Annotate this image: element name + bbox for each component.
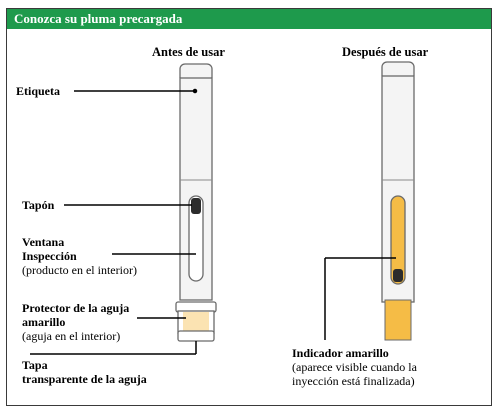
label-protector-line2: amarillo xyxy=(22,315,66,329)
label-etiqueta: Etiqueta xyxy=(16,84,60,98)
pen-after-stopper xyxy=(393,269,403,282)
pen-after-yellow-guard xyxy=(384,299,412,341)
label-tapon: Tapón xyxy=(22,198,54,212)
label-protector-note: (aguja en el interior) xyxy=(22,329,121,343)
label-indicador-title: Indicador amarillo xyxy=(292,346,389,360)
pen-before xyxy=(175,63,217,342)
column-title-before: Antes de usar xyxy=(152,45,225,59)
pen-before-yellow-guard xyxy=(183,312,209,332)
header-title: Conozca su pluma precargada xyxy=(7,9,491,29)
label-ventana-line2: Inspección xyxy=(22,249,77,263)
pen-before-stopper xyxy=(191,198,201,214)
label-indicador-note1: (aparece visible cuando la xyxy=(292,360,417,374)
label-tapon-text: Tapón xyxy=(22,198,55,212)
column-title-after: Después de usar xyxy=(342,45,429,59)
label-protector-line1: Protector de la aguja xyxy=(22,301,130,315)
label-etiqueta-text: Etiqueta xyxy=(16,84,61,98)
label-tapa-line2: transparente de la aguja xyxy=(22,372,147,386)
diagram-frame: Conozca su pluma precargada xyxy=(6,8,492,406)
label-protector: Protector de la aguja amarillo (aguja en… xyxy=(22,301,129,343)
pen-before-cap-bottom xyxy=(177,330,215,342)
label-ventana-line1: Ventana xyxy=(22,235,65,249)
pen-after xyxy=(381,61,415,341)
label-ventana: Ventana Inspección (producto en el inter… xyxy=(22,235,137,277)
callout-lines xyxy=(30,88,396,355)
pen-before-window xyxy=(188,195,204,282)
label-tapa: Tapa transparente de la aguja xyxy=(22,358,147,386)
label-indicador-note2: inyección está finalizada) xyxy=(292,374,415,388)
pen-after-window xyxy=(390,195,406,285)
label-tapa-line1: Tapa xyxy=(22,358,48,372)
label-indicador: Indicador amarillo (aparece visible cuan… xyxy=(292,346,417,388)
callout-etiqueta-dot xyxy=(192,88,198,94)
label-ventana-note: (producto en el interior) xyxy=(22,263,137,277)
